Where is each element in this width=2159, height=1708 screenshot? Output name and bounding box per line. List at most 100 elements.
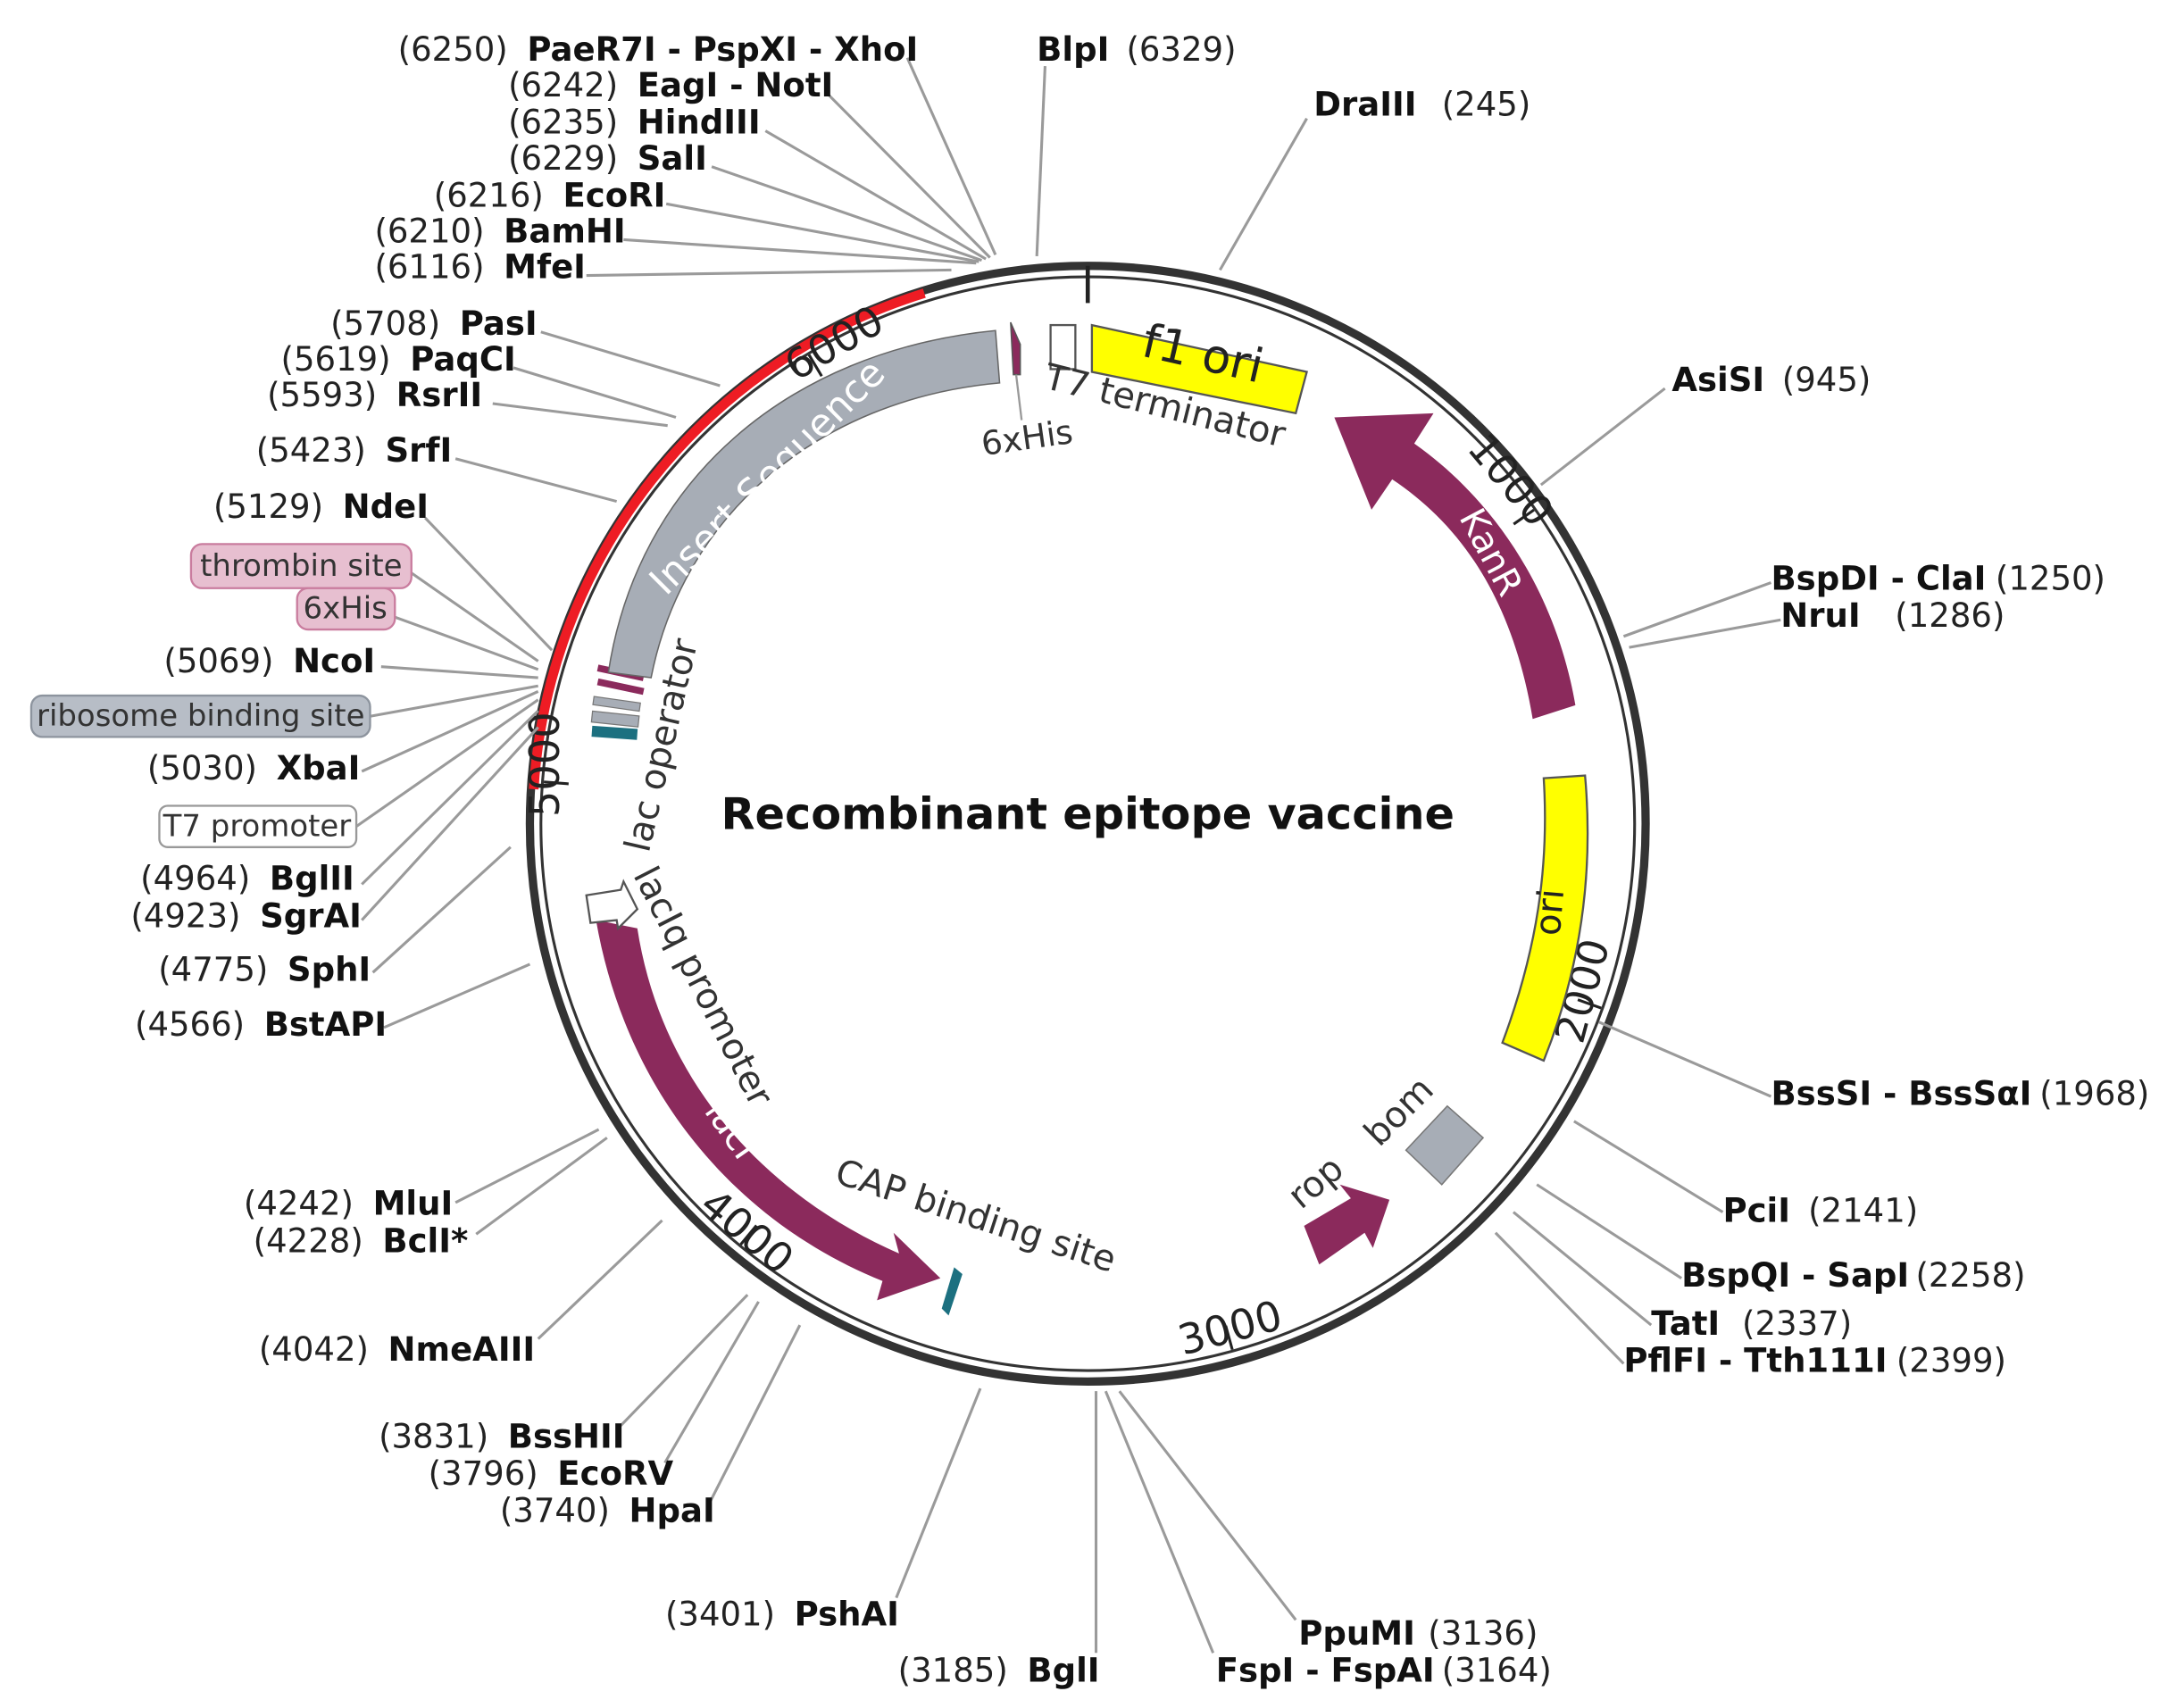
tick-label-5000: 5000 xyxy=(521,712,569,817)
site-asisi: AsiSI (945) xyxy=(1539,361,1871,487)
site-name: FspI - FspAI xyxy=(1216,1652,1435,1690)
site-name: PaeR7I - PspXI - XhoI xyxy=(527,30,918,69)
site-pos: (1250) xyxy=(1996,559,2105,597)
callout-label: thrombin site xyxy=(200,548,402,584)
site-pos: (2258) xyxy=(1915,1256,2025,1295)
site-name: BglI xyxy=(1027,1652,1099,1690)
site-pos: (5069) xyxy=(163,642,273,680)
thrombin-site-feature xyxy=(596,678,645,696)
ori-feature xyxy=(1501,774,1589,1062)
site-pos: (5593) xyxy=(267,376,377,414)
callout-thrombin-site: thrombin site xyxy=(189,543,539,662)
callout-ribosome-binding-site: ribosome binding site xyxy=(29,684,538,738)
site-pos: (6250) xyxy=(398,30,508,69)
site-name: SphI xyxy=(288,950,371,988)
site-pos: (5423) xyxy=(256,431,366,470)
site-name: DraIII xyxy=(1313,86,1416,124)
site-pos: (3164) xyxy=(1442,1652,1552,1690)
site-bglii: (4964) BglII xyxy=(140,709,539,898)
site-pos: (6116) xyxy=(374,248,484,287)
site-name: EagI - NotI xyxy=(638,66,834,104)
site-ncoi: (5069) NcoI xyxy=(163,642,538,680)
site-name: SalI xyxy=(638,139,707,178)
site-pos: (945) xyxy=(1782,361,1871,399)
site-rsrii: (5593) RsrII xyxy=(267,376,668,428)
site-name: MfeI xyxy=(504,248,586,287)
tick-5000: 5000 xyxy=(521,712,569,817)
site-pshai: (3401) PshAI xyxy=(665,1387,982,1633)
bom-feature xyxy=(1405,1104,1485,1186)
site-ecorv: (3796) EcoRV xyxy=(429,1301,760,1493)
site-pos: (6210) xyxy=(374,212,484,251)
site-name: BamHI xyxy=(504,212,626,251)
site-xbai: (5030) XbaI xyxy=(147,690,539,787)
site-pos: (2399) xyxy=(1896,1342,2006,1380)
site-sgrai: (4923) SgrAI xyxy=(130,726,539,935)
callout-label: 6xHis xyxy=(304,591,388,627)
site-name: BclI* xyxy=(382,1221,468,1260)
site-name: PciI xyxy=(1722,1191,1790,1229)
site-name: PasI xyxy=(460,304,538,343)
site-hindiii: (6235) HindIII xyxy=(508,104,987,261)
callout-6xhis: 6xHis xyxy=(296,587,539,671)
kanr-feature xyxy=(1334,412,1576,720)
site-name: TatI xyxy=(1651,1304,1720,1343)
site-pos: (6216) xyxy=(434,176,544,214)
site-pos: (2141) xyxy=(1808,1191,1918,1229)
site-tati: TatI (2337) xyxy=(1512,1211,1852,1343)
site-name: SgrAI xyxy=(260,896,362,935)
site-nrui: NruI (1286) xyxy=(1629,596,2005,649)
site-pos: (5708) xyxy=(330,304,440,343)
site-name: HpaI xyxy=(629,1492,715,1530)
site-pos: (4964) xyxy=(140,860,250,898)
site-ppumi: PpuMI (3136) xyxy=(1118,1390,1538,1653)
site-pos: (4566) xyxy=(135,1005,245,1044)
site-pos: (3401) xyxy=(665,1595,775,1633)
site-name: MluI xyxy=(373,1185,454,1223)
site-name: NdeI xyxy=(343,487,429,526)
site-name: BspQI - SapI xyxy=(1681,1256,1909,1295)
site-ecori: (6216) EcoRI xyxy=(434,176,979,263)
site-pasi: (5708) PasI xyxy=(330,304,721,387)
site-name: PshAI xyxy=(795,1595,899,1633)
insert-region-arc xyxy=(529,288,926,790)
site-sali: (6229) SalI xyxy=(508,139,982,262)
site-mfei: (6116) MfeI xyxy=(374,248,952,287)
site-name: EcoRI xyxy=(563,176,665,214)
site-pos: (5129) xyxy=(213,487,323,526)
site-pos: (1286) xyxy=(1895,596,2005,635)
site-pos: (6235) xyxy=(508,104,618,142)
site-paqci: (5619) PaqCI xyxy=(281,340,677,419)
site-bgli: (3185) BglI xyxy=(898,1391,1100,1690)
site-eagi-noti: (6242) EagI - NotI xyxy=(508,66,991,259)
site-nmeaiii: (4042) NmeAIII xyxy=(259,1219,663,1369)
site-name: PaqCI xyxy=(410,340,516,379)
site-name: NruI xyxy=(1780,596,1860,635)
site-name: PflFI - Tth111I xyxy=(1623,1342,1887,1380)
6xhis-top-label: 6xHis xyxy=(979,412,1075,463)
site-bsssi-bsssai: BssSI - BssSαI (1968) xyxy=(1598,1021,2149,1112)
t7-promoter-feature xyxy=(591,725,638,740)
insert-sequence-label: Insert Sequence xyxy=(641,351,894,604)
restriction-sites: (6250) PaeR7I - PspXI - XhoI (6242) EagI… xyxy=(29,30,2149,1690)
site-pos: (2337) xyxy=(1742,1304,1852,1343)
site-blpi: BlpI (6329) xyxy=(1035,30,1237,257)
site-name: SrfI xyxy=(385,431,452,470)
site-name: BssSI - BssSαI xyxy=(1771,1074,2031,1112)
site-pos: (5030) xyxy=(147,749,257,787)
site-pos: (4242) xyxy=(244,1185,354,1223)
site-pflfi-tth111i: PflFI - Tth111I (2399) xyxy=(1494,1231,2006,1380)
site-srfi: (5423) SrfI xyxy=(256,431,618,504)
callout-label: T7 promoter xyxy=(163,808,352,844)
cap-binding-site-feature xyxy=(941,1267,963,1316)
site-pos: (3740) xyxy=(500,1492,610,1530)
site-pos: (4923) xyxy=(130,896,240,935)
site-pos: (4042) xyxy=(259,1330,369,1369)
site-pos: (3136) xyxy=(1428,1614,1538,1653)
callout-t7-promoter: T7 promoter xyxy=(158,698,539,848)
site-name: NcoI xyxy=(293,642,375,680)
site-bcli: (4228) BclI* xyxy=(254,1137,608,1260)
site-bsshii: (3831) BssHII xyxy=(379,1294,749,1455)
site-sphi: (4775) SphI xyxy=(158,846,512,988)
site-bspqi-sapi: BspQI - SapI (2258) xyxy=(1536,1183,2026,1295)
